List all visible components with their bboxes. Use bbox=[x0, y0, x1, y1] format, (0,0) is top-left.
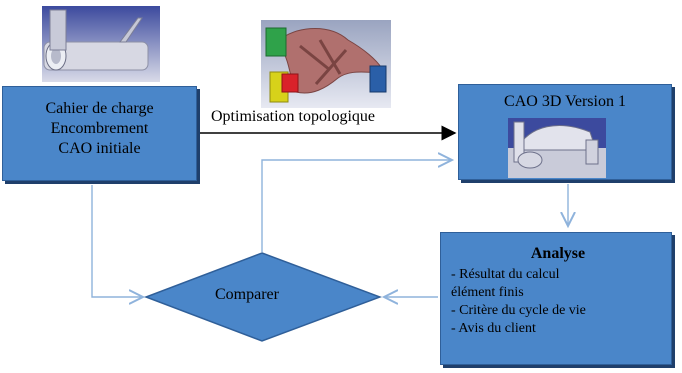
spec-box: Cahier de charge Encombrement CAO initia… bbox=[2, 86, 197, 181]
cao-title: CAO 3D Version 1 bbox=[504, 93, 626, 110]
spec-line-2: Encombrement bbox=[50, 120, 149, 137]
cao-box: CAO 3D Version 1 bbox=[458, 84, 672, 180]
topology-optimized-image bbox=[261, 20, 391, 108]
analyse-box: Analyse - Résultat du calcul élément fin… bbox=[440, 232, 672, 365]
compare-label: Comparer bbox=[215, 286, 279, 303]
spec-line-3: CAO initiale bbox=[58, 140, 141, 157]
analyse-item-3: - Critère du cycle de vie bbox=[451, 303, 586, 318]
optimisation-label: Optimisation topologique bbox=[211, 108, 375, 125]
analyse-item-2: élément finis bbox=[451, 285, 524, 300]
spec-line-1: Cahier de charge bbox=[45, 100, 154, 117]
analyse-title: Analyse bbox=[530, 245, 586, 262]
analyse-item-1: - Résultat du calcul bbox=[451, 267, 560, 282]
initial-cad-image bbox=[42, 6, 160, 82]
analyse-item-4: - Avis du client bbox=[451, 321, 536, 336]
